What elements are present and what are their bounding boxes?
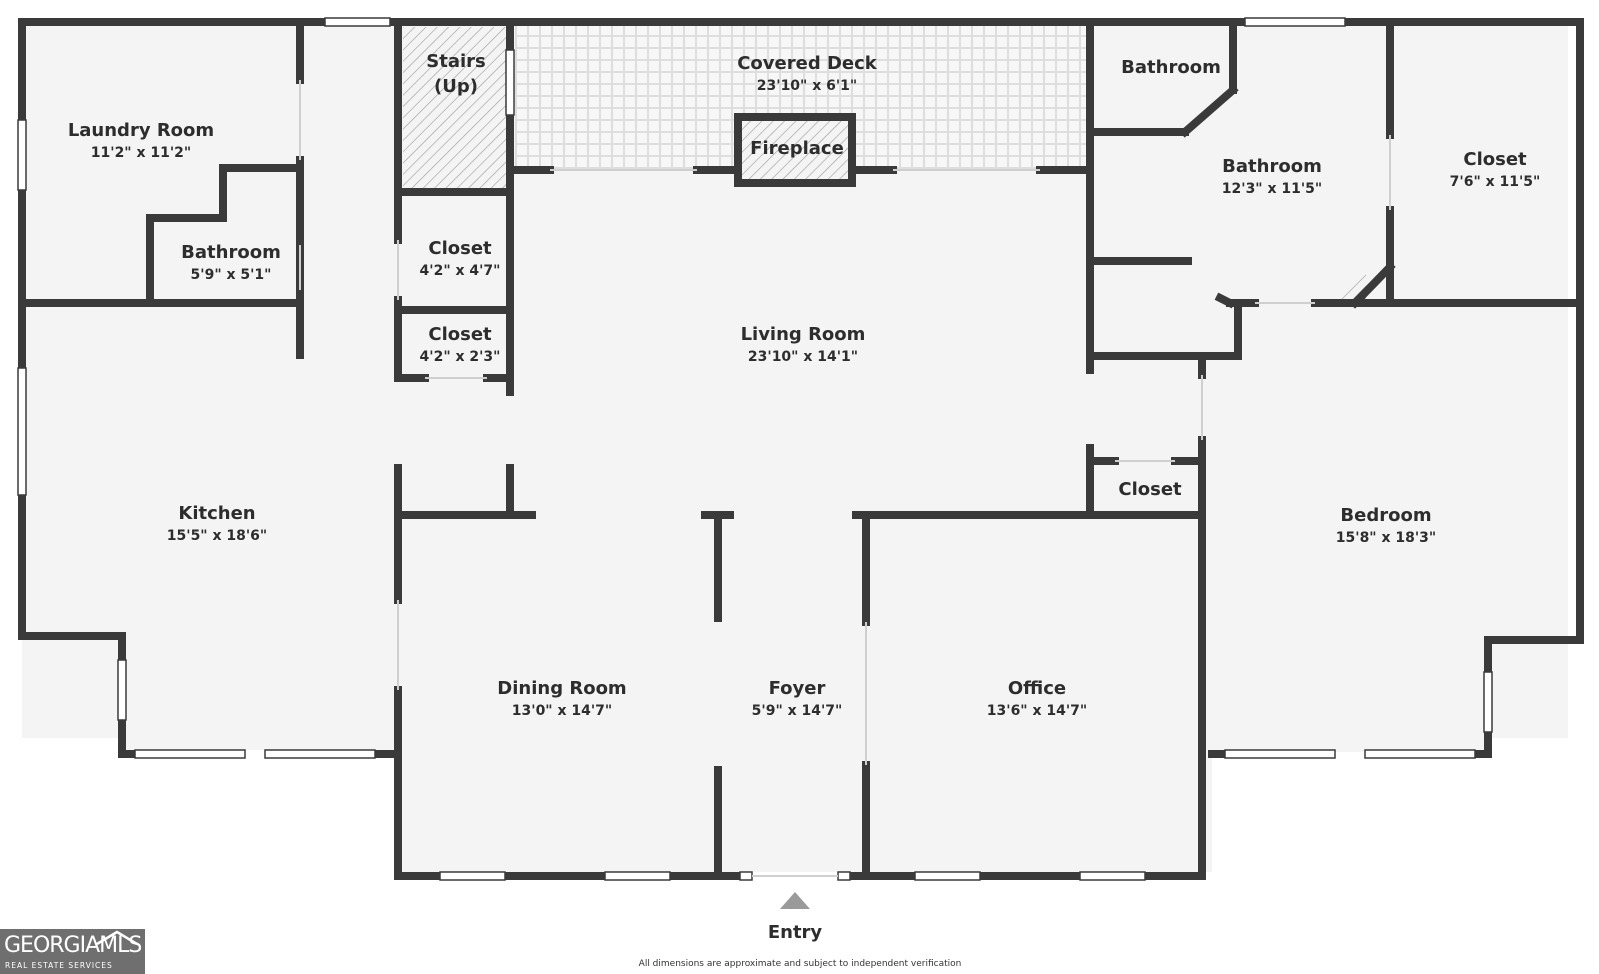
kitchen-name: Kitchen [178, 503, 255, 524]
dining-room-name: Dining Room [497, 678, 626, 699]
closet-a-name: Closet [428, 238, 492, 259]
office-name: Office [1008, 678, 1066, 699]
disclaimer: All dimensions are approximate and subje… [638, 959, 962, 969]
small-bathroom-name: Bathroom [181, 242, 281, 263]
right-closet-name: Closet [1463, 149, 1527, 170]
foyer-name: Foyer [769, 678, 826, 699]
bathroom-corner-hatch [1330, 267, 1366, 303]
living-room-dims: 23'10" x 14'1" [748, 349, 858, 365]
stairs-name: Stairs [426, 51, 485, 72]
georgia-mls-logo: GEORGIAMLS REAL ESTATE SERVICES [0, 929, 145, 974]
covered-deck-name: Covered Deck [737, 53, 878, 74]
logo-main-text: GEORGIAMLS [4, 933, 142, 958]
entry-label: Entry [768, 922, 823, 943]
closet-c-name: Closet [1118, 479, 1182, 500]
kitchen-dims: 15'5" x 18'6" [167, 528, 267, 544]
windows [17, 17, 1493, 881]
logo-sub-text: REAL ESTATE SERVICES [5, 961, 113, 970]
closet-a-dims: 4'2" x 4'7" [420, 263, 501, 279]
door-openings [299, 80, 1391, 877]
entry-arrow-icon [780, 892, 810, 909]
office-dims: 13'6" x 14'7" [987, 703, 1087, 719]
main-bathroom-dims: 12'3" x 11'5" [1222, 181, 1322, 197]
laundry-room-name: Laundry Room [68, 120, 214, 141]
small-bathroom-dims: 5'9" x 5'1" [191, 267, 272, 283]
covered-deck-dims: 23'10" x 6'1" [757, 78, 857, 94]
top-bathroom-name: Bathroom [1121, 57, 1221, 78]
fireplace-floor [738, 117, 852, 183]
stairs-name-line2: (Up) [434, 76, 478, 97]
room-labels: Laundry Room 11'2" x 11'2" Bathroom 5'9"… [68, 51, 1541, 943]
right-closet-dims: 7'6" x 11'5" [1450, 174, 1541, 190]
bedroom-dims: 15'8" x 18'3" [1336, 530, 1436, 546]
bedroom-name: Bedroom [1340, 505, 1431, 526]
closet-b-dims: 4'2" x 2'3" [420, 349, 501, 365]
main-bathroom-name: Bathroom [1222, 156, 1322, 177]
foyer-dims: 5'9" x 14'7" [752, 703, 843, 719]
dining-room-dims: 13'0" x 14'7" [512, 703, 612, 719]
floor-area [22, 22, 1568, 872]
living-room-name: Living Room [741, 324, 866, 345]
stairs-floor [403, 27, 509, 190]
closet-b-name: Closet [428, 324, 492, 345]
roof-icon [96, 930, 138, 945]
walls [18, 18, 1584, 880]
fireplace-name: Fireplace [750, 138, 844, 159]
laundry-room-dims: 11'2" x 11'2" [91, 145, 191, 161]
